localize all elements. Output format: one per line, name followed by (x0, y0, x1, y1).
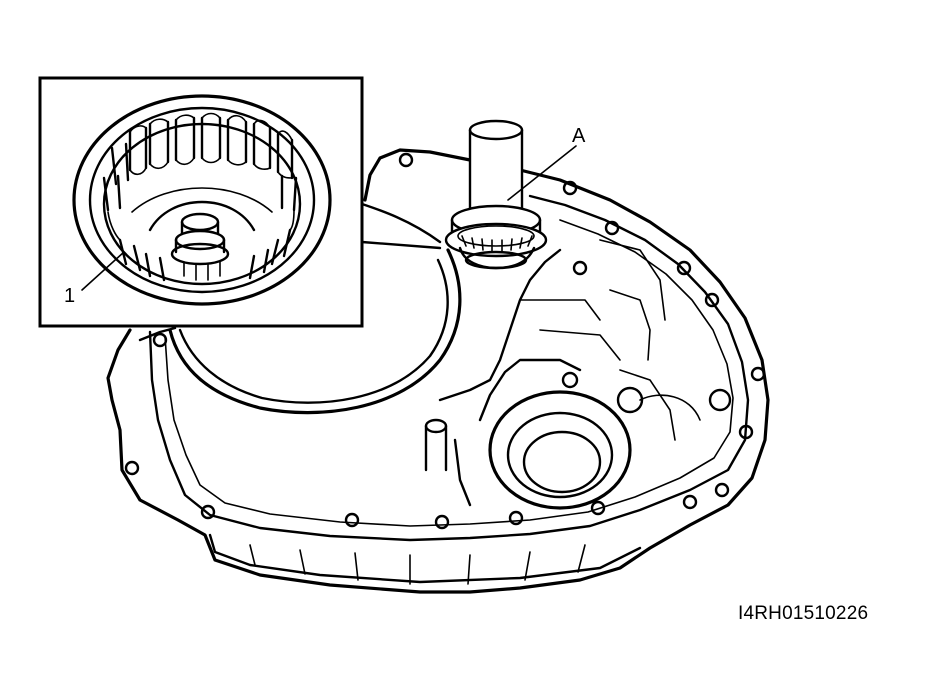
case-flange-rim (148, 194, 750, 542)
bolt-hole (590, 500, 606, 516)
bolt-hole (561, 371, 579, 389)
bolt-hole (738, 424, 754, 440)
leader-line-1 (81, 251, 125, 291)
bolt-hole (152, 332, 168, 348)
roller-cage (102, 112, 298, 282)
boss-hole (616, 386, 644, 414)
case-boss-post (424, 418, 448, 472)
bolt-hole (434, 514, 450, 530)
flange-bolt-holes (124, 152, 766, 530)
detail-inset (38, 76, 364, 328)
bearing-installer-tool (444, 119, 577, 270)
figure-id: I4RH01510226 (738, 603, 869, 624)
bolt-hole (344, 512, 360, 528)
bolt-hole (604, 220, 620, 236)
clutch-bore-cavity (168, 248, 462, 415)
bolt-hole (682, 494, 698, 510)
callout-1: 1 (64, 285, 76, 307)
bolt-hole (124, 460, 140, 476)
inset-connector-lines (360, 202, 442, 250)
bolt-hole (200, 504, 216, 520)
case-bottom-ribs (208, 533, 642, 585)
boss-hole (708, 388, 732, 412)
bolt-hole (750, 366, 766, 382)
leader-line-a (507, 145, 577, 201)
bolt-hole (572, 260, 588, 276)
bolt-hole (704, 292, 720, 308)
output-bore (488, 390, 632, 510)
inset-center-spindle (170, 212, 230, 281)
bolt-hole (676, 260, 692, 276)
case-center-web (438, 239, 732, 507)
callout-a: A (572, 125, 586, 147)
bolt-hole (508, 510, 524, 526)
bolt-hole (562, 180, 578, 196)
bolt-hole (398, 152, 414, 168)
bolt-hole (714, 482, 730, 498)
